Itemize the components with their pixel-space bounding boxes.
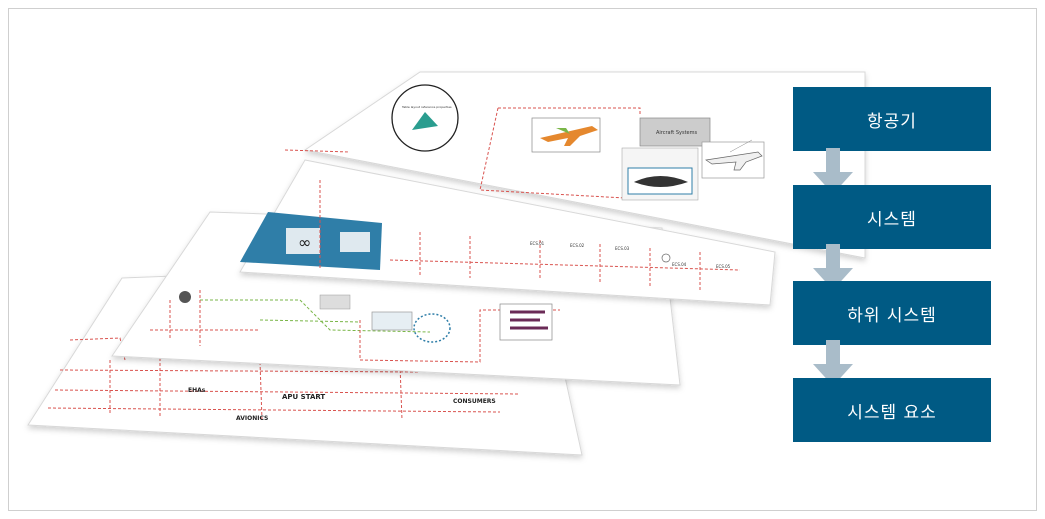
layer-label: CONSUMERS xyxy=(453,398,496,405)
level-label: 시스템 xyxy=(867,205,917,230)
layer-label: ECS.05 xyxy=(716,264,731,269)
circle-label: Table layout reference properties xyxy=(401,105,452,109)
level-label: 하위 시스템 xyxy=(847,301,937,326)
level-box-aircraft: 항공기 xyxy=(793,87,991,151)
level-box-system-element: 시스템 요소 xyxy=(793,378,991,442)
level-box-system: 시스템 xyxy=(793,185,991,249)
systems-label: Aircraft Systems xyxy=(656,130,697,136)
layer-label: ECS.04 xyxy=(672,262,687,267)
hierarchy-flow: 항공기 시스템 하위 시스템 시스템 요소 xyxy=(793,0,991,519)
level-label: 항공기 xyxy=(867,107,917,132)
layer-label: APU START xyxy=(282,393,325,401)
level-label: 시스템 요소 xyxy=(847,398,937,423)
level-box-subsystem: 하위 시스템 xyxy=(793,281,991,345)
layer-label: EHAs xyxy=(188,387,206,394)
svg-text:∞: ∞ xyxy=(298,233,311,252)
layer-label: AVIONICS xyxy=(236,415,268,422)
layer-label: ECS.02 xyxy=(570,243,585,248)
layer-label: ECS.01 xyxy=(530,241,545,246)
layer-label: ECS.03 xyxy=(615,246,630,251)
